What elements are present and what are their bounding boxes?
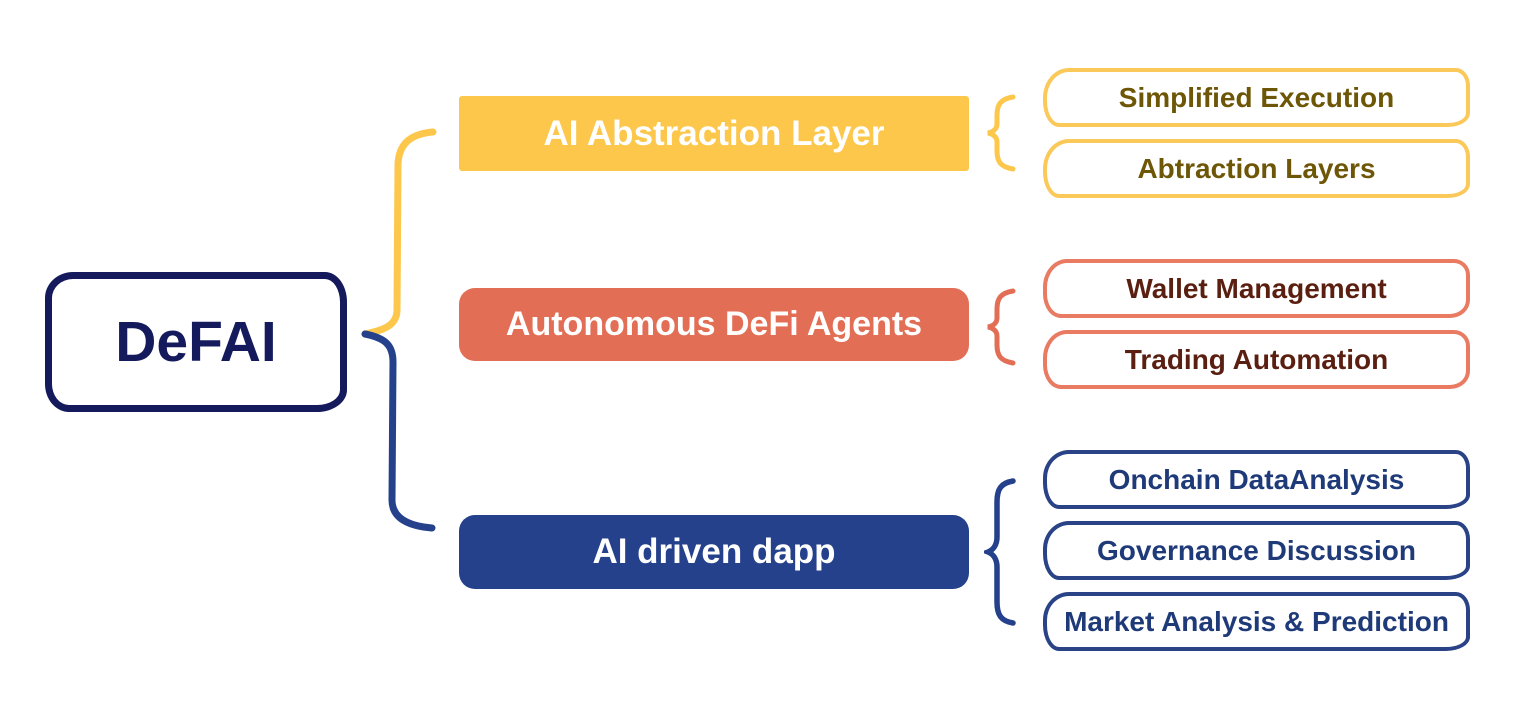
branch-label: AI Abstraction Layer [543, 113, 885, 153]
leaf-label: Wallet Management [1126, 272, 1387, 304]
root-node-label: DeFAI [115, 310, 277, 374]
branch-brace-icon-coral [987, 288, 1016, 366]
leaf-node-wallet-management: Wallet Management [1043, 259, 1470, 318]
root-brace-connector-icon [361, 128, 437, 532]
branch-label: AI driven dapp [592, 532, 836, 571]
leaf-node-abtraction-layers: Abtraction Layers [1043, 139, 1470, 198]
branch-brace-icon-navy [984, 478, 1016, 626]
leaf-label: Market Analysis & Prediction [1064, 605, 1449, 637]
branch-label: Autonomous DeFi Agents [505, 305, 923, 343]
branch-brace-icon-yellow [987, 94, 1016, 172]
leaf-label: Abtraction Layers [1137, 152, 1376, 184]
leaf-node-trading-automation: Trading Automation [1043, 330, 1470, 389]
branch-node-autonomous-defi-agents: Autonomous DeFi Agents [459, 288, 969, 361]
branch-node-ai-abstraction-layer: AI Abstraction Layer [459, 96, 969, 171]
branch-node-ai-driven-dapp: AI driven dapp [459, 515, 969, 589]
leaf-label: Simplified Execution [1118, 81, 1395, 113]
leaf-label: Trading Automation [1124, 343, 1389, 375]
leaf-node-market-analysis-prediction: Market Analysis & Prediction [1043, 592, 1470, 651]
leaf-label: Governance Discussion [1096, 534, 1416, 566]
root-node-defai: DeFAI [45, 272, 347, 412]
leaf-node-simplified-execution: Simplified Execution [1043, 68, 1470, 127]
leaf-node-onchain-dataanalysis: Onchain DataAnalysis [1043, 450, 1470, 509]
leaf-label: Onchain DataAnalysis [1108, 463, 1405, 495]
leaf-node-governance-discussion: Governance Discussion [1043, 521, 1470, 580]
